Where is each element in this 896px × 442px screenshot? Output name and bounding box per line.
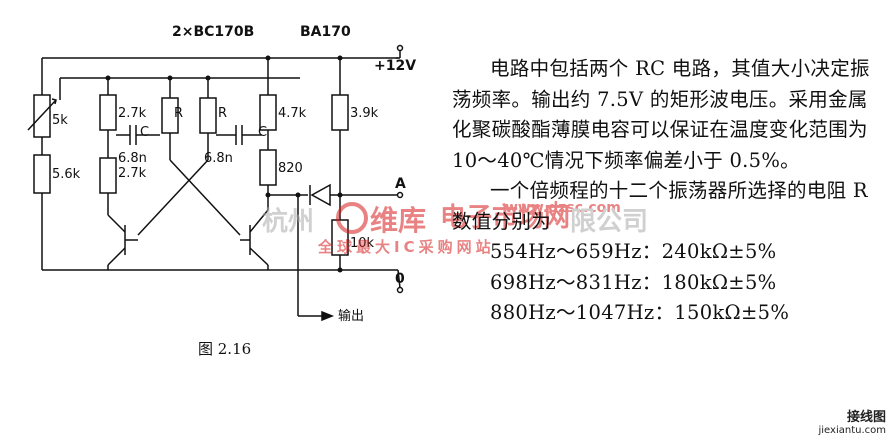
- c2-label: C: [258, 125, 267, 140]
- r-timing-2-label: R: [218, 106, 227, 121]
- svg-text:维库: 维库: [370, 204, 426, 237]
- value-row: 880Hz～1047Hz：150kΩ±5%: [490, 301, 790, 324]
- output-label: 输出: [338, 308, 364, 324]
- r4-label: 820: [278, 161, 303, 176]
- brand-logo: 接线图 jiexiantu.com: [819, 406, 887, 436]
- r1-label: 2.7k: [118, 106, 147, 121]
- brand-name: 接线图: [846, 410, 886, 425]
- paragraph-1: 电路中包括两个 RC 电路，其值大小决定振荡频率。输出约 7.5V 的矩形波电压…: [452, 57, 870, 172]
- c2-value-label: 6.8n: [204, 151, 233, 166]
- c1-label: C: [140, 125, 149, 140]
- watermark: 杭州 维库 电子市场网 www.dzsc.com 限公司 全球最大IC采购网站: [262, 200, 648, 256]
- c1-value-label: 6.8n: [118, 151, 147, 166]
- value-row: 698Hz～831Hz：180kΩ±5%: [490, 270, 777, 294]
- figure-caption: 图 2.16: [198, 340, 252, 358]
- svg-text:限公司: 限公司: [570, 207, 648, 237]
- r2-label: 2.7k: [118, 166, 147, 181]
- description-text: 电路中包括两个 RC 电路，其值大小决定振荡频率。输出约 7.5V 的矩形波电压…: [452, 54, 882, 329]
- svg-text:电子市场网: 电子市场网: [440, 202, 570, 233]
- supply-label: +12V: [374, 58, 416, 74]
- transistor-label: 2×BC170B: [172, 24, 254, 40]
- value-row: 554Hz～659Hz：240kΩ±5%: [490, 240, 777, 263]
- r6-label: 10k: [350, 236, 375, 251]
- diode-label: BA170: [300, 24, 351, 40]
- r-timing-1-label: R: [174, 106, 183, 121]
- svg-text:全球最大IC采购网站: 全球最大IC采购网站: [317, 238, 495, 256]
- paragraph-2: 一个倍频程的十二个振荡器所选择的电阻 R 数值分别为: [452, 179, 868, 233]
- r-left-bottom-label: 5.6k: [52, 167, 81, 182]
- resistor-5-6k: [33, 154, 51, 194]
- node-a-label: A: [395, 176, 406, 192]
- brand-domain: jiexiantu.com: [818, 425, 887, 436]
- r3-label: 4.7k: [278, 106, 307, 121]
- r5-label: 3.9k: [350, 106, 379, 121]
- pot-label: 5k: [52, 113, 68, 128]
- svg-text:杭州: 杭州: [262, 206, 314, 237]
- ground-label: 0: [395, 271, 405, 287]
- watermark-logo-icon: [336, 202, 368, 234]
- svg-text:www.dzsc.com: www.dzsc.com: [505, 200, 621, 216]
